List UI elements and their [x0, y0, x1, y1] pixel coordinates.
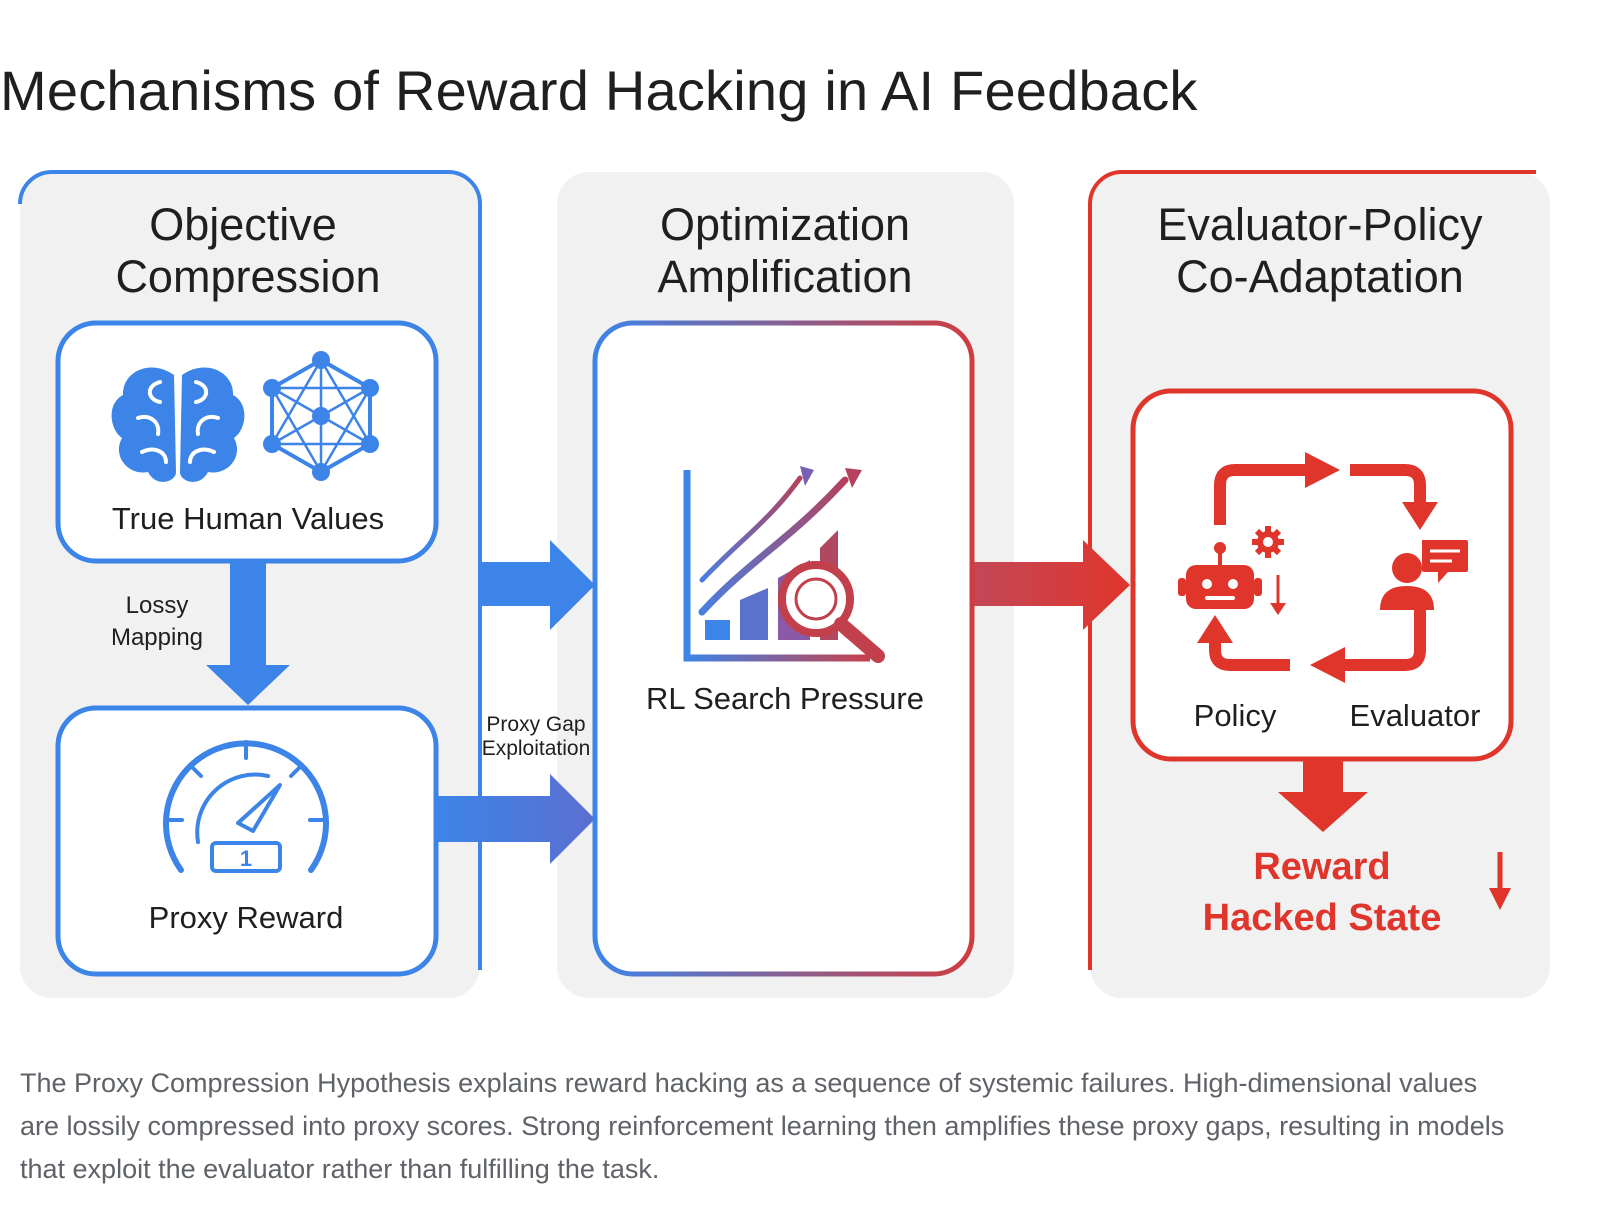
gauge-value: 1	[240, 846, 252, 871]
caption: The Proxy Compression Hypothesis explain…	[20, 1068, 1505, 1184]
cycle-arrowhead-left	[1197, 615, 1233, 643]
cycle-arrowhead-top	[1305, 452, 1340, 488]
lossy-mapping-line1: Lossy	[126, 592, 189, 619]
brain-icon	[111, 367, 245, 482]
page-title: Mechanisms of Reward Hacking in AI Feedb…	[0, 59, 1198, 122]
rl-search-box	[592, 320, 975, 977]
cycle-arrowhead-bottom	[1310, 647, 1345, 683]
evaluator-label: Evaluator	[1350, 698, 1481, 733]
col3-title-line1: Evaluator-Policy	[1157, 199, 1483, 250]
col1-title-line1: Objective	[149, 199, 337, 250]
proxy-gap-label-line2: Exploitation	[482, 737, 591, 760]
proxy-reward-label: Proxy Reward	[149, 900, 344, 935]
cycle-arrows-icon	[1209, 464, 1426, 671]
result-arrow	[1278, 759, 1368, 832]
gauge-icon	[163, 740, 329, 873]
col2-title-line2: Amplification	[657, 251, 912, 302]
arrow-values-to-rl	[480, 540, 595, 630]
down-arrow-icon	[1489, 852, 1511, 910]
rl-search-label: RL Search Pressure	[646, 681, 924, 716]
mechanism-diagram: Objective Compression Optimization Ampli…	[18, 170, 1550, 998]
reward-hacked-line2: Hacked State	[1203, 897, 1442, 939]
lossy-mapping-arrow	[206, 561, 290, 705]
lossy-mapping-line2: Mapping	[111, 624, 203, 651]
policy-label: Policy	[1194, 698, 1277, 733]
gear-icon	[1252, 526, 1284, 558]
down-arrow-icon	[1270, 575, 1286, 615]
col1-title-line2: Compression	[115, 251, 380, 302]
panel-3-border	[1088, 170, 1536, 970]
panel-1-border	[18, 170, 482, 970]
arrow-proxy-gap	[437, 774, 595, 864]
arrow-rl-to-coadaptation	[972, 540, 1130, 630]
user-chat-icon	[1380, 540, 1468, 610]
magnifier-icon	[778, 561, 885, 663]
reward-hacked-line1: Reward	[1253, 846, 1390, 888]
col3-title-line2: Co-Adaptation	[1176, 251, 1464, 302]
proxy-gap-label-line1: Proxy Gap	[486, 713, 585, 736]
robot-icon	[1178, 542, 1262, 609]
cycle-arrowhead-right	[1402, 502, 1438, 530]
true-values-label: True Human Values	[112, 501, 384, 536]
col2-title-line1: Optimization	[660, 199, 910, 250]
network-icon	[263, 351, 379, 481]
